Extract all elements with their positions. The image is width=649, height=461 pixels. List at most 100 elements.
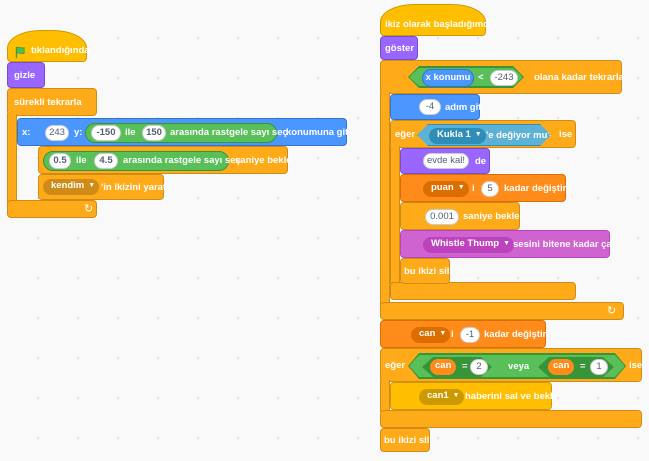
if-then-label-2: ise: [629, 360, 643, 371]
touching-suffix: 'e değiyor mu?: [486, 130, 554, 141]
hide-label: gizle: [14, 70, 36, 81]
delete-clone-block[interactable]: bu ikizi sil: [380, 428, 430, 452]
variable-label-puan: puan: [431, 182, 454, 193]
less-than-rhs-input[interactable]: -243: [490, 70, 518, 86]
random-block-y[interactable]: -150 ile 150 arasında rastgele sayı seç: [85, 123, 288, 143]
less-than-inner: x konumu < -243: [409, 67, 523, 87]
if-label-2: eğer: [385, 360, 406, 371]
random-y-mid-label: ile: [125, 127, 136, 138]
x-position-label: x konumu: [425, 72, 471, 83]
dropdown-arrow-icon: ▼: [439, 330, 447, 337]
change-mid-label: i: [472, 183, 475, 194]
repeat-until-block[interactable]: x konumu < -243 olana kadar tekrarla: [380, 60, 624, 94]
equals-value-input-2[interactable]: 1: [590, 359, 608, 375]
less-than-op: <: [478, 72, 484, 83]
play-sound-block[interactable]: Whistle Thump▼ sesini bitene kadar çal: [400, 230, 614, 258]
forever-block[interactable]: sürekli tekrarla: [7, 88, 97, 116]
equals-block-2[interactable]: can = 1: [538, 357, 614, 377]
equals-op-2: =: [580, 361, 586, 372]
random-wait-suffix: arasında rastgele sayı seç: [123, 155, 241, 166]
dropdown-arrow-icon: ▼: [457, 184, 465, 191]
goto-xy-block[interactable]: x: 243 y: -150 ile 150 arasında rastgele…: [17, 118, 349, 146]
wait-block[interactable]: 0.001 saniye bekle: [400, 202, 520, 230]
dropdown-arrow-icon: ▼: [452, 392, 460, 399]
show-block[interactable]: göster: [380, 36, 418, 60]
touching-target-dropdown[interactable]: Kukla 1▼: [429, 128, 486, 144]
variable-label-can: can: [419, 328, 436, 339]
delete-clone-block-inner[interactable]: bu ikizi sil: [400, 258, 450, 284]
sound-dropdown[interactable]: Whistle Thump▼: [423, 237, 515, 253]
wait-suffix: saniye bekle: [235, 155, 292, 166]
wait-suffix-2: saniye bekle: [463, 211, 520, 222]
say-text-input[interactable]: evde kal!: [423, 153, 469, 169]
clone-target-label: kendim: [51, 180, 85, 191]
create-clone-block[interactable]: kendim▼ 'in ikizini yarat: [38, 174, 166, 200]
hide-block[interactable]: gizle: [7, 62, 45, 88]
goto-x-input[interactable]: 243: [45, 125, 69, 141]
broadcast-suffix: haberini sal ve bekle: [465, 391, 558, 402]
message-dropdown[interactable]: can1▼: [419, 389, 464, 405]
can-reporter-1[interactable]: can: [430, 359, 456, 375]
when-flag-clicked-block[interactable]: tıklandığında: [7, 30, 90, 62]
change-variable-block-puan[interactable]: puan▼ i 5 kadar değiştir: [400, 174, 566, 202]
random-y-low-input[interactable]: -150: [91, 125, 121, 141]
equals-block-1[interactable]: can = 2: [422, 357, 492, 377]
dropdown-arrow-icon: ▼: [88, 182, 96, 189]
random-wait-high-input[interactable]: 4.5: [94, 153, 118, 169]
touching-block[interactable]: Kukla 1▼ 'e değiyor mu?: [417, 124, 551, 146]
change-value-input-puan[interactable]: 5: [481, 181, 499, 197]
random-y-high-input[interactable]: 150: [142, 125, 166, 141]
if-or-foot: [380, 410, 642, 428]
message-label: can1: [427, 390, 449, 401]
green-flag-icon: [14, 44, 27, 62]
goto-y-label: y:: [74, 127, 83, 138]
change-value-input-can[interactable]: -1: [460, 327, 480, 343]
goto-x-label: x:: [22, 127, 31, 138]
move-steps-input[interactable]: -4: [419, 99, 441, 115]
delete-clone-label-inner: bu ikizi sil: [404, 266, 450, 277]
change-suffix-can: kadar değiştir: [484, 329, 547, 340]
equals-value-input-1[interactable]: 2: [470, 359, 488, 375]
forever-foot: ↻: [7, 200, 97, 218]
if-touching-foot: [390, 282, 576, 300]
say-block[interactable]: evde kal! de: [400, 148, 490, 174]
if-or-block[interactable]: eğer can = 2 veya can = 1 ise: [380, 348, 642, 382]
dropdown-arrow-icon: ▼: [503, 240, 511, 247]
loop-arrow-icon: ↻: [607, 305, 617, 317]
move-steps-suffix: adım git: [445, 102, 482, 113]
if-or-arm: [380, 380, 390, 412]
change-variable-block-can[interactable]: can▼ i -1 kadar değiştir: [380, 320, 546, 348]
can-reporter-2[interactable]: can: [548, 359, 574, 375]
or-label: veya: [508, 361, 530, 372]
clone-hat-label: ikiz olarak başladığımda: [385, 19, 495, 30]
clone-target-dropdown[interactable]: kendim▼: [43, 179, 100, 195]
random-y-suffix: arasında rastgele sayı seç: [170, 127, 288, 138]
if-touching-block[interactable]: eğer Kukla 1▼ 'e değiyor mu? ise: [390, 120, 576, 148]
random-block-wait[interactable]: 0.5 ile 4.5 arasında rastgele sayı seç: [43, 151, 241, 171]
if-then-label: ise: [559, 129, 573, 140]
random-wait-low-input[interactable]: 0.5: [49, 153, 71, 169]
repeat-until-foot: ↻: [380, 302, 624, 320]
loop-arrow-icon: ↻: [84, 203, 94, 215]
repeat-until-arm: [380, 92, 390, 310]
repeat-until-suffix: olana kadar tekrarla: [534, 72, 624, 83]
or-inner: can = 2 veya can = 1: [409, 354, 625, 378]
if-label: eğer: [395, 129, 416, 140]
show-label: göster: [385, 43, 415, 54]
variable-dropdown-can[interactable]: can▼: [411, 327, 451, 343]
equals-op-1: =: [462, 361, 468, 372]
when-start-as-clone-block[interactable]: ikiz olarak başladığımda: [380, 4, 494, 36]
goto-suffix: konumuna git: [286, 127, 349, 138]
touching-target-label: Kukla 1: [437, 129, 471, 140]
if-touching-arm: [390, 146, 400, 284]
wait-input[interactable]: 0.001: [425, 209, 459, 225]
when-flag-label: tıklandığında: [31, 45, 90, 56]
sound-name-label: Whistle Thump: [431, 238, 500, 249]
wait-random-block[interactable]: 0.5 ile 4.5 arasında rastgele sayı seç s…: [38, 146, 292, 174]
forever-label: sürekli tekrarla: [14, 97, 82, 108]
x-position-reporter[interactable]: x konumu: [422, 69, 474, 87]
broadcast-and-wait-block[interactable]: can1▼ haberini sal ve bekle: [390, 382, 558, 410]
variable-dropdown-puan[interactable]: puan▼: [423, 181, 469, 197]
move-steps-block[interactable]: -4 adım git: [390, 94, 482, 120]
delete-clone-label: bu ikizi sil: [384, 435, 430, 446]
